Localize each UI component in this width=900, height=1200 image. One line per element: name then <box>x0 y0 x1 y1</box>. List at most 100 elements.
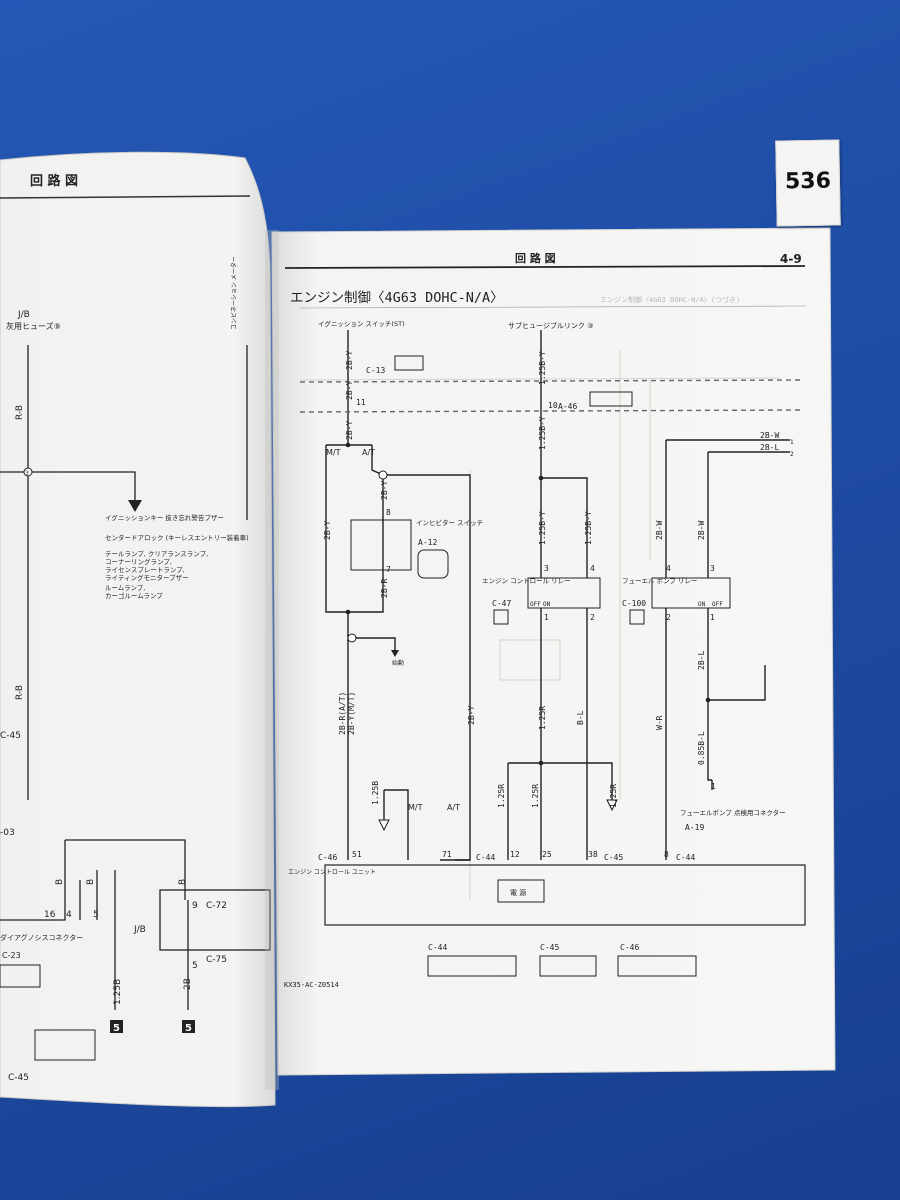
connector-c46: C-46 <box>318 853 337 862</box>
ignition-switch-label: イグニッション スイッチ(ST) <box>318 319 405 328</box>
pin-38: 38 <box>588 850 598 859</box>
at-label-top: A/T <box>362 448 375 457</box>
pin-4b: 4 <box>666 564 671 573</box>
wire-label-24: 2B-W <box>760 431 779 440</box>
left-connector-c45a: C-45 <box>0 731 21 741</box>
left-pin-4: 4 <box>66 910 72 920</box>
left-connector-c75: C-75 <box>206 955 227 965</box>
left-pin-9: 9 <box>192 901 198 911</box>
left-load-1: センタードアロック (キーレスエントリー装着車) <box>105 533 249 542</box>
left-load-5: ライティングモニターブザー <box>105 573 189 582</box>
wire-label-25: 2B-L <box>760 443 779 452</box>
left-load-0: イグニッションキー 抜き忘れ警告ブザー <box>105 513 224 522</box>
pin-3b: 3 <box>710 564 715 573</box>
relay-state-off-2: OFF <box>712 601 723 608</box>
wire-label-10: 2B-R(A/T) <box>338 692 347 735</box>
pin-71: 71 <box>442 850 452 859</box>
wire-label-16: B-L <box>576 710 585 725</box>
connector-c44b: C-44 <box>676 853 695 862</box>
wire-label-13: 1.25B <box>371 781 380 805</box>
wire-label-11: 2B-Y(M/T) <box>347 692 356 735</box>
connector-c46-legend: C-46 <box>620 943 639 952</box>
wire-label-23: 0.85B-L <box>697 731 706 765</box>
wire-label-20: 2B-W <box>697 521 706 540</box>
left-node-3: 3 <box>25 470 29 477</box>
wire-label-2: 2B-Y <box>345 421 354 440</box>
section-title: エンジン制御〈4G63 DOHC-N/A〉 <box>290 290 504 306</box>
connector-c100: C-100 <box>622 599 646 608</box>
left-meter-label: コンビネーション メーター <box>230 256 238 330</box>
pin-4a: 4 <box>590 564 595 573</box>
left-load-7: カーゴルームランプ <box>105 591 163 600</box>
sub-fusible-label: サブヒュージブルリンク ③ <box>508 321 593 330</box>
left-pin-5b: 5 <box>192 961 198 971</box>
starter-label: 始動 <box>392 659 404 667</box>
connector-c13: C-13 <box>366 366 385 375</box>
pin-51: 51 <box>352 850 362 859</box>
relay-state-on-2: ON <box>698 601 706 608</box>
schematic-wires <box>299 330 801 861</box>
left-wire-rb2: R-B <box>15 685 25 700</box>
connector-c44-legend: C-44 <box>428 943 447 952</box>
mt-label-bottom: M/T <box>408 803 423 812</box>
wire-label-1: 2B-Y <box>345 381 354 400</box>
left-connector-c23: C-23 <box>2 951 21 960</box>
wire-label-4: 1.25B-Y <box>538 416 547 450</box>
connector-c47: C-47 <box>492 599 511 608</box>
wire-label-0: 2B-Y <box>345 351 354 370</box>
pin-1a: 1 <box>544 613 549 622</box>
pin-8b: 8 <box>664 850 669 859</box>
pin-11a: 11 <box>356 398 366 407</box>
left-pin-5: 5 <box>93 910 99 920</box>
wire-label-7: 2B-Y <box>380 481 389 500</box>
left-diag-label: ダイアグノシスコネクター <box>0 933 83 942</box>
left-wire-b2: B <box>86 879 96 885</box>
pin-2b: 2 <box>666 613 671 622</box>
left-wire-2b: 2B <box>183 978 193 990</box>
c44-pin-block <box>427 955 517 977</box>
lot-number: 536 <box>784 168 832 195</box>
wire-labels: 2B-Y 2B-Y 2B-Y 1.25B-Y 1.25B-Y 1.25B-Y 1… <box>323 351 779 808</box>
inhibitor-switch-label: インヒビター スイッチ <box>416 518 483 527</box>
left-connector-c45b: C-45 <box>8 1073 29 1083</box>
left-header-title: 回 路 図 <box>30 173 78 189</box>
c46-pin-block <box>617 955 697 977</box>
left-load-2: テールランプ, クリアランスランプ, <box>105 550 208 558</box>
pin-1c: 1 <box>711 782 716 791</box>
ecu-box <box>324 864 806 926</box>
wire-label-14: 1.25R <box>538 706 547 730</box>
wire-label-18: 1.25R <box>609 784 618 808</box>
arrow-tag-1: 1 <box>790 439 794 446</box>
mt-label-top: M/T <box>326 448 341 457</box>
left-load-list: イグニッションキー 抜き忘れ警告ブザー センタードアロック (キーレスエントリー… <box>105 513 249 600</box>
pin-10a: 10 <box>548 401 558 410</box>
connector-a46: A-46 <box>558 402 577 411</box>
wire-label-12: 2B-Y <box>467 706 476 725</box>
left-wire-rb: R-B <box>15 405 25 420</box>
inhibitor-switch-box <box>350 519 412 571</box>
wire-label-6: 1.25B-Y <box>584 511 593 545</box>
left-fuse-label: 灰用ヒューズ⑨ <box>6 321 61 331</box>
pin-2a: 2 <box>590 613 595 622</box>
faint-overleaf-title: エンジン制御〈4G63 DOHC-N/A〉(つづき) <box>600 295 740 304</box>
wire-label-5: 1.25B-Y <box>538 511 547 545</box>
connector-c44a: C-44 <box>476 853 495 862</box>
pin-12: 12 <box>510 850 520 859</box>
arrow-tag-2: 2 <box>790 451 794 458</box>
wire-label-19: 2B-W <box>655 521 664 540</box>
page-number: 4-9 <box>780 252 802 266</box>
wire-label-17: 1.25R <box>531 784 540 808</box>
doc-code: KX35-AC-Z0514 <box>284 981 339 989</box>
left-connector-03: -03 <box>0 828 15 838</box>
wire-label-9: 2B-R <box>380 579 389 598</box>
left-page: 回 路 図 J/B 灰用ヒューズ⑨ コンビネーション メーター 3 R-B イグ… <box>0 151 276 1108</box>
left-pin-16: 16 <box>44 910 56 920</box>
fuel-pump-relay-box <box>651 577 731 609</box>
pin-8: 8 <box>386 508 391 517</box>
wire-label-3: 1.25B-Y <box>538 351 547 385</box>
engine-relay-label: エンジン コントロール リレー <box>482 577 571 585</box>
pin-1b: 1 <box>710 613 715 622</box>
pin-3a: 3 <box>544 564 549 573</box>
left-jb-label-2: J/B <box>133 925 146 935</box>
